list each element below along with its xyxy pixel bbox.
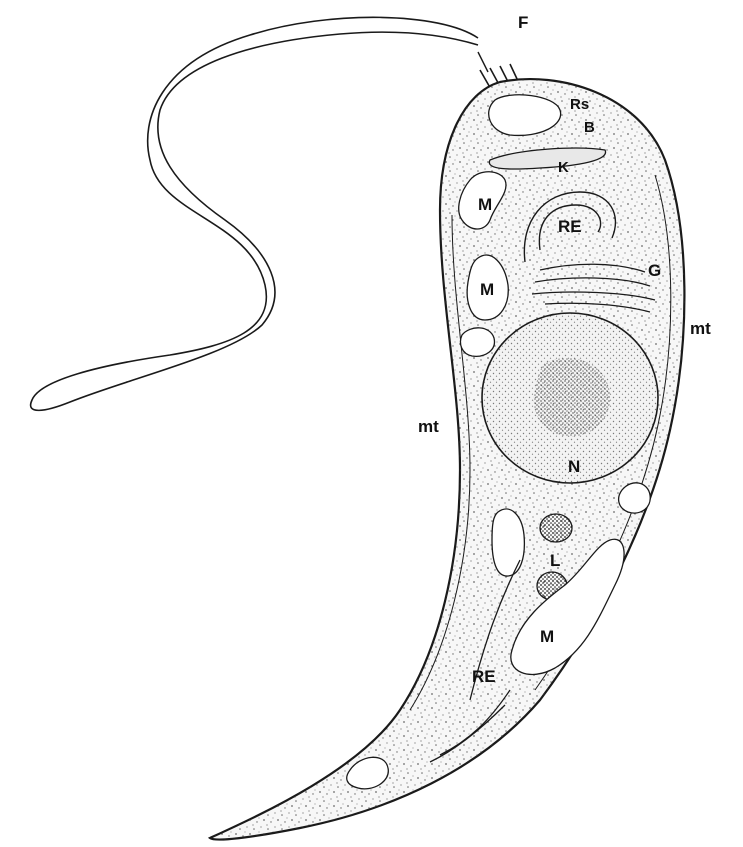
label-kinetoplast: K <box>558 160 569 175</box>
label-reservosome: Rs <box>570 97 589 112</box>
label-reticulum-lower: RE <box>472 668 496 685</box>
mitochondrion-lower-left <box>492 509 524 576</box>
label-mitochondrion-upper: M <box>478 196 492 213</box>
label-mitochondrion-middle: M <box>480 281 494 298</box>
label-microtubules-right: mt <box>690 320 711 337</box>
label-basal-body: B <box>584 120 595 135</box>
label-nucleus: N <box>568 458 580 475</box>
label-microtubules-left: mt <box>418 418 439 435</box>
lipid-droplet-1 <box>540 514 572 542</box>
label-flagellum: F <box>518 14 528 31</box>
label-golgi: G <box>648 262 661 279</box>
label-mitochondrion-lower: M <box>540 628 554 645</box>
label-reticulum-upper: RE <box>558 218 582 235</box>
vesicle-left <box>460 328 494 356</box>
label-lipid: L <box>550 552 560 569</box>
